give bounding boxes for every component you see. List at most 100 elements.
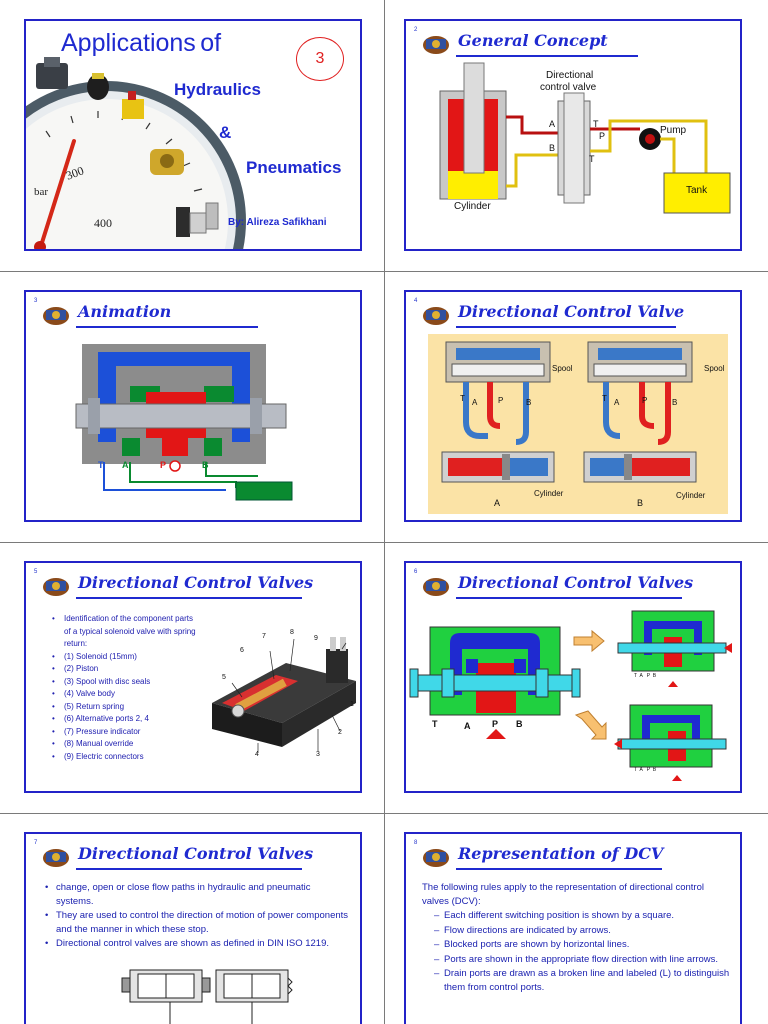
parts-list-item: (6) Alternative ports 2, 4 [50, 713, 200, 726]
page-divider-1 [0, 271, 768, 272]
callout-9: 9 [314, 635, 318, 642]
slide-3-number: 3 [34, 298, 38, 304]
logo-icon [423, 307, 449, 325]
parts-list-item: (3) Spool with disc seals [50, 676, 200, 689]
gauge-label-bar: bar [34, 186, 49, 198]
left-cylinder-label: Cylinder [534, 489, 564, 498]
logo-icon [423, 578, 449, 596]
callout-4: 4 [255, 751, 259, 758]
solenoid-valve-cutaway [212, 637, 356, 753]
page-divider-3 [0, 813, 768, 814]
big-valve-port-b: B [516, 719, 523, 729]
cylinder-label: Cylinder [454, 201, 491, 212]
slide-4-number: 4 [414, 298, 418, 304]
title-applications: Applications [61, 29, 196, 57]
parts-list-item: (4) Valve body [50, 688, 200, 701]
gauge-illustration [26, 57, 246, 249]
slide-4-title-underline [456, 326, 676, 328]
anim-port-b: B [202, 460, 209, 470]
anim-port-p: P [160, 460, 167, 470]
slide-8-title-underline [456, 868, 662, 870]
callout-8: 8 [290, 629, 294, 636]
slide-7-dcv-purpose: 7 Directional Control Valves change, ope… [24, 832, 362, 1024]
slide-5-title-underline [76, 597, 302, 599]
right-port-b: B [672, 398, 678, 407]
slide-8-title: Representation of DCV [458, 844, 664, 863]
callout-1: 1 [350, 701, 354, 708]
word-ampersand: & [219, 123, 232, 142]
slide-7-title: Directional Control Valves [78, 844, 314, 863]
page-divider-2 [0, 542, 768, 543]
parts-list-item: (8) Manual override [50, 738, 200, 751]
dcv-purpose-list: change, open or close flow paths in hydr… [44, 881, 350, 952]
rule-list-item: Each different switching position is sho… [422, 909, 734, 923]
dcv-label-line1: Directional [546, 70, 594, 81]
callout-2: 2 [338, 729, 342, 736]
spool-label-left: Spool [552, 364, 573, 373]
logo-icon [43, 578, 69, 596]
slide-1-title: Applications of 3 Hydraulics & Pneumatic… [24, 19, 362, 251]
logo-icon [43, 849, 69, 867]
animation-valve-diagram [75, 344, 293, 501]
left-port-b: B [526, 398, 532, 407]
slide-6-number: 6 [414, 569, 418, 575]
callout-5: 5 [222, 674, 226, 681]
general-concept-diagram [439, 62, 731, 214]
small-valve-1-ports: T A P B [634, 673, 657, 679]
right-cylinder-label: Cylinder [676, 491, 706, 500]
left-port-p: P [498, 396, 504, 405]
logo-icon [423, 849, 449, 867]
port-t1-label: T [593, 119, 599, 129]
slide-4-dcv: 4 Directional Control Valve Spool Spool … [404, 290, 742, 522]
slide-2-number: 2 [414, 27, 418, 33]
small-valve-2-ports: T A P B [634, 767, 657, 773]
parts-list-item: (7) Pressure indicator [50, 726, 200, 739]
caption-a: A [494, 498, 501, 508]
dcv-cutaway-diagram [428, 334, 728, 514]
logo-icon [423, 36, 449, 54]
purpose-list-item: change, open or close flow paths in hydr… [44, 881, 350, 908]
author-line: By: Alireza Safikhani [228, 217, 327, 228]
parts-list-item: (2) Piston [50, 663, 200, 676]
pump-label: Pump [660, 125, 687, 136]
parts-list-item: (9) Electric connectors [50, 751, 200, 764]
slide-6-title-underline [456, 597, 682, 599]
slide-6-dcv-symbols: 6 Directional Control Valves T [404, 561, 742, 793]
slide-5-title: Directional Control Valves [78, 573, 314, 592]
rule-list-item: Blocked ports are shown by horizontal li… [422, 938, 734, 952]
slide-8-representation: 8 Representation of DCV The following ru… [404, 832, 742, 1024]
parts-list-item: Identification of the component parts of… [50, 613, 200, 651]
dcv-symbol-sketches [121, 969, 293, 1024]
title-of: of [200, 29, 222, 57]
callout-6: 6 [240, 647, 244, 654]
parts-list-item: (5) Return spring [50, 701, 200, 714]
caption-b: B [637, 498, 644, 508]
slide-6-title: Directional Control Valves [458, 573, 694, 592]
slide-2-title-underline [456, 55, 638, 57]
slide-4-title: Directional Control Valve [458, 302, 685, 321]
anim-port-a: A [122, 460, 129, 470]
slide-2-general-concept: 2 General Concept Directional control va… [404, 19, 742, 251]
left-port-a: A [472, 398, 478, 407]
slide-1-heading: Applications of [61, 29, 221, 58]
slide-7-number: 7 [34, 840, 38, 846]
slide-3-title-underline [76, 326, 258, 328]
slide-number-badge: 3 [296, 37, 344, 81]
parts-list: Identification of the component parts of… [50, 613, 200, 763]
slide-8-number: 8 [414, 840, 418, 846]
dcv-label-line2: control valve [540, 82, 597, 93]
slide-5-number: 5 [34, 569, 38, 575]
port-a-label: A [549, 119, 556, 129]
right-port-t: T [602, 394, 607, 403]
slide-7-title-underline [76, 868, 302, 870]
slide-3-animation: 3 Animation T A P B [24, 290, 362, 522]
dcv-color-diagrams [409, 610, 732, 781]
representation-rules-list: Each different switching position is sho… [422, 909, 734, 995]
rule-list-item: Flow directions are indicated by arrows. [422, 924, 734, 938]
slide-5-dcv-parts: 5 Directional Control Valves Identificat… [24, 561, 362, 793]
port-p-label: P [599, 131, 606, 141]
callout-3: 3 [316, 751, 320, 758]
rule-list-item: Drain ports are drawn as a broken line a… [422, 967, 734, 994]
slide-3-title: Animation [78, 302, 172, 321]
anim-port-t: T [98, 460, 104, 470]
